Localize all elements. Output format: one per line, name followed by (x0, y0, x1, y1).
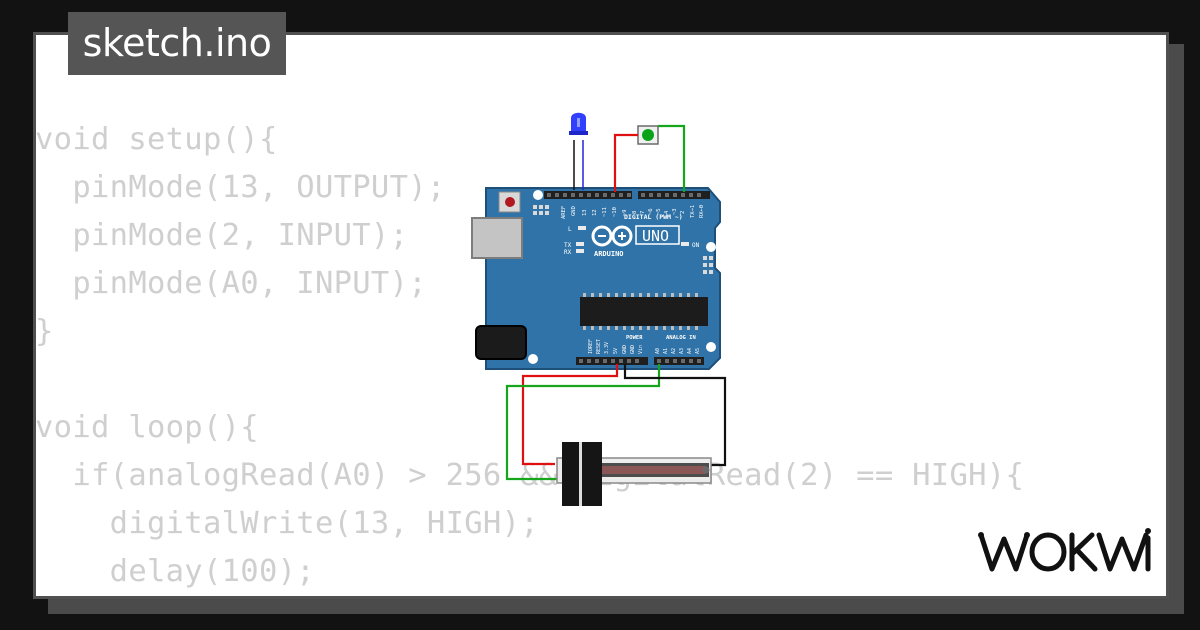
a1-label: A1 (663, 348, 669, 354)
analog-header-label: ANALOG IN (666, 335, 696, 341)
red-wire-button (613, 133, 638, 192)
pin-12-label: 12 (592, 209, 598, 216)
usb-port (471, 217, 523, 259)
tx-led (576, 242, 584, 246)
pin-11-label: ~11 (602, 207, 608, 217)
mounting-hole (706, 242, 716, 252)
slide-potentiometer[interactable] (556, 442, 712, 506)
pin-7-label: 7 (640, 211, 646, 214)
pin-5-label: ~5 (656, 208, 662, 215)
code-line: } (35, 314, 54, 349)
green-wire-button (658, 124, 686, 192)
code-preview: void setup(){ pinMode(13, OUTPUT); pinMo… (35, 116, 1024, 596)
atmega-chip (580, 297, 708, 326)
wokwi-logo (978, 528, 1151, 572)
power-jack (475, 325, 527, 360)
chip-pins (583, 293, 698, 330)
red-wire-slider (521, 364, 619, 466)
5v-label: 5V (613, 348, 619, 354)
green-pushbutton[interactable] (637, 125, 659, 145)
code-line: digitalWrite(13, HIGH); (35, 506, 539, 541)
a0-label: A0 (655, 348, 661, 354)
a2-label: A2 (671, 348, 677, 354)
uno-model: UNO (642, 227, 669, 245)
gnd-label-1: GND (622, 345, 628, 354)
on-label: ON (692, 242, 700, 249)
mounting-hole (533, 190, 543, 200)
blue-led[interactable] (569, 112, 588, 190)
l-led-label: L (568, 226, 572, 233)
icsp-header (533, 205, 549, 215)
uno-frame (635, 225, 680, 245)
digital-header-label: DIGITAL (PWM ~) (624, 213, 683, 221)
mounting-hole (706, 342, 716, 352)
pin-13-label: 13 (582, 209, 588, 216)
pin-8-label: 8 (632, 211, 638, 214)
pin-10-label: ~10 (612, 207, 618, 217)
aref-label: AREF (561, 206, 567, 219)
power-led (681, 242, 689, 246)
pin-1-label: TX→1 (690, 205, 696, 218)
reset-label: RESET (596, 339, 602, 354)
reset-button-cap (505, 197, 515, 207)
black-wire-slider (623, 364, 727, 467)
pin-4-label: 4 (664, 210, 670, 214)
mounting-hole (528, 354, 538, 364)
code-line: pinMode(A0, INPUT); (35, 266, 427, 301)
gnd-label-2: GND (630, 345, 636, 354)
code-line: pinMode(13, OUTPUT); (35, 170, 446, 205)
digital-header-pins (547, 193, 701, 197)
a3-label: A3 (679, 348, 685, 354)
rx-led (576, 249, 584, 253)
a4-label: A4 (687, 348, 693, 354)
analog-header[interactable] (654, 357, 704, 365)
file-name-tag: sketch.ino (68, 12, 286, 75)
pin-3-label: ~3 (672, 208, 678, 215)
code-line: void setup(){ (35, 122, 278, 157)
3v3-label: 3.3V (604, 342, 610, 354)
circuit-diagram[interactable]: AREF GND 13 12 ~11 ~10 ~9 8 7 ~6 ~5 4 ~3… (470, 110, 730, 510)
rx-led-label: RX (564, 249, 572, 256)
l-led (578, 226, 586, 230)
code-line: delay(100); (35, 554, 315, 589)
icsp-header-right (703, 256, 713, 274)
a5-label: A5 (695, 348, 701, 354)
pin-9-label: ~9 (622, 209, 628, 216)
gnd-label: GND (571, 206, 577, 216)
arduino-brand: ARDUINO (594, 250, 624, 258)
arduino-infinity-logo (591, 225, 633, 247)
pin-6-label: ~6 (648, 208, 654, 215)
pin-0-label: RX←0 (699, 205, 705, 218)
code-line: void loop(){ (35, 410, 259, 445)
power-header-label: POWER (626, 335, 643, 341)
pin-2-label: 2 (680, 211, 686, 214)
code-line: pinMode(2, INPUT); (35, 218, 409, 253)
vin-label: Vin (638, 345, 644, 354)
tx-led-label: TX (564, 242, 572, 249)
bottom-header-pins (579, 359, 701, 363)
ioref-label: IOREF (588, 339, 594, 354)
